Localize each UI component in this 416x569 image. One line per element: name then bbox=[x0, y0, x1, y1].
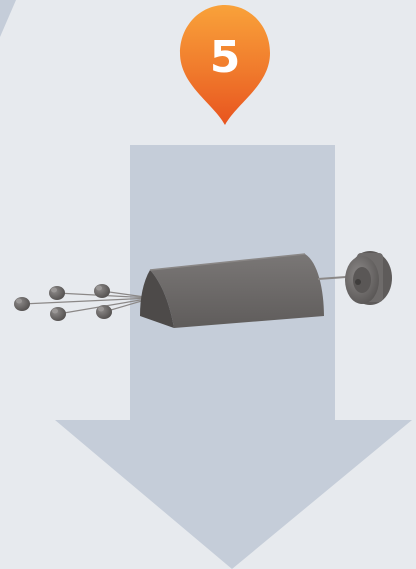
step-number: 5 bbox=[210, 32, 241, 83]
bobbin-icon bbox=[49, 286, 65, 300]
extruder-die bbox=[140, 253, 324, 328]
bobbin-icon bbox=[96, 305, 112, 319]
flow-arrow-down bbox=[55, 145, 412, 569]
bobbin-icon bbox=[94, 284, 110, 298]
pin-marker-icon bbox=[180, 5, 270, 125]
corner-chevron bbox=[0, 0, 16, 37]
bobbin-icon bbox=[14, 297, 30, 311]
take-up-reel-icon bbox=[345, 251, 392, 305]
bobbin-icon bbox=[50, 307, 66, 321]
input-bobbins bbox=[14, 284, 153, 321]
step-badge: 5 bbox=[180, 5, 270, 125]
